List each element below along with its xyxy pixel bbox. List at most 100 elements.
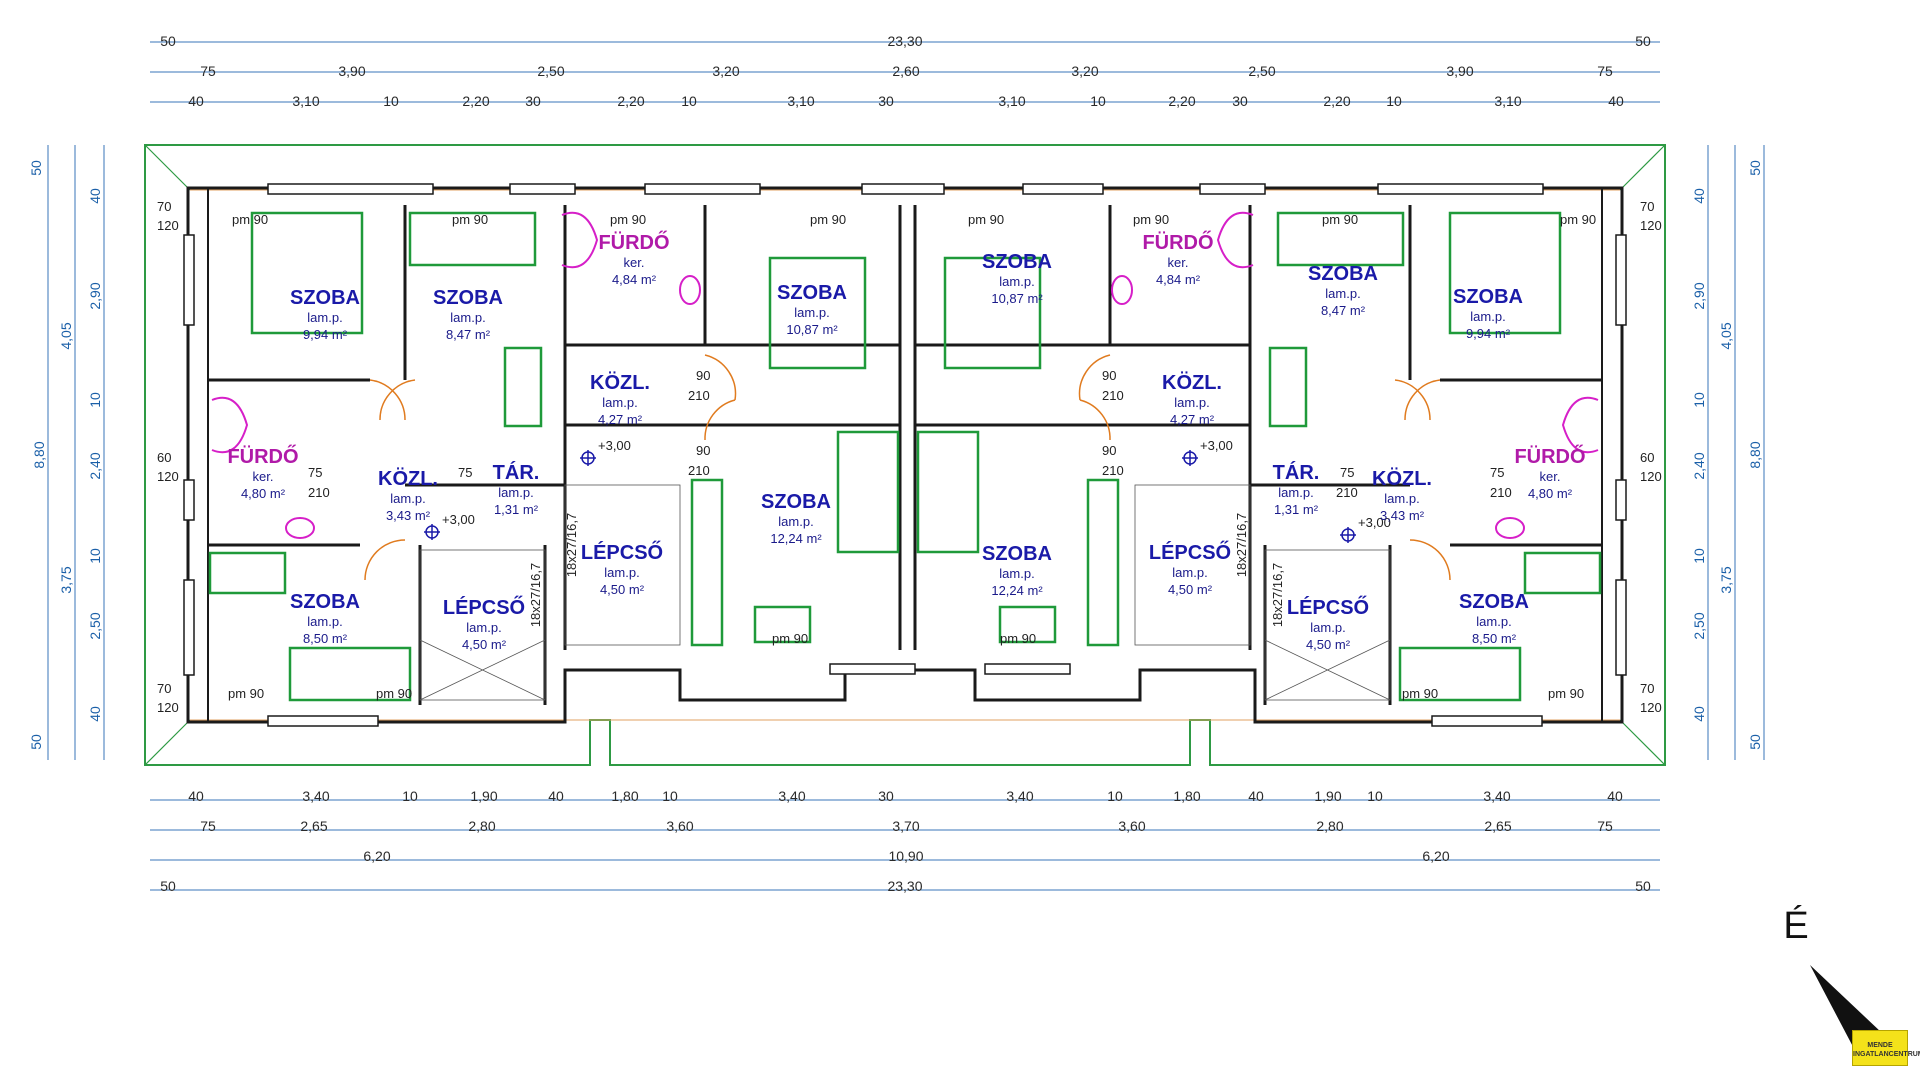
wall-labels: 120 70 120 60 120 70 120 70 120 60 120 7… bbox=[157, 199, 1662, 715]
svg-text:30: 30 bbox=[878, 93, 894, 109]
svg-text:4,84 m²: 4,84 m² bbox=[1156, 272, 1201, 287]
svg-text:10,87 m²: 10,87 m² bbox=[991, 291, 1043, 306]
svg-text:210: 210 bbox=[1336, 485, 1358, 500]
room-name: KÖZL. bbox=[378, 467, 438, 490]
dim-top-total: 23,30 bbox=[887, 33, 922, 49]
svg-text:6,20: 6,20 bbox=[363, 848, 390, 864]
svg-text:40: 40 bbox=[188, 788, 204, 804]
dim-left-inner: 50 40 2,90 10 2,40 10 2,50 40 50 bbox=[28, 160, 103, 750]
svg-text:50: 50 bbox=[28, 734, 44, 750]
svg-text:30: 30 bbox=[878, 788, 894, 804]
room-name: LÉPCSŐ bbox=[1287, 596, 1369, 619]
stairs-label-3: 18x27/16,7 bbox=[1234, 513, 1249, 577]
stairs bbox=[419, 484, 1391, 701]
svg-text:3,60: 3,60 bbox=[1118, 818, 1145, 834]
svg-text:120: 120 bbox=[157, 700, 179, 715]
svg-text:120: 120 bbox=[157, 218, 179, 233]
svg-text:40: 40 bbox=[1691, 188, 1707, 204]
dimensions-left bbox=[47, 145, 105, 760]
svg-text:pm 90: pm 90 bbox=[810, 212, 846, 227]
svg-text:3,40: 3,40 bbox=[778, 788, 805, 804]
svg-text:40: 40 bbox=[1608, 93, 1624, 109]
svg-text:75: 75 bbox=[200, 818, 216, 834]
svg-text:3,90: 3,90 bbox=[338, 63, 365, 79]
svg-text:3,70: 3,70 bbox=[892, 818, 919, 834]
svg-text:10: 10 bbox=[383, 93, 399, 109]
svg-text:6,20: 6,20 bbox=[1422, 848, 1449, 864]
svg-text:2,50: 2,50 bbox=[537, 63, 564, 79]
svg-text:lam.p.: lam.p. bbox=[602, 395, 637, 410]
svg-text:pm 90: pm 90 bbox=[1000, 631, 1036, 646]
agency-logo: MENDE INGATLANCENTRUM bbox=[1852, 1030, 1920, 1066]
svg-text:2,50: 2,50 bbox=[1691, 612, 1707, 639]
svg-text:pm 90: pm 90 bbox=[1402, 686, 1438, 701]
dim-bottom-row2: 75 2,65 2,80 3,60 3,70 3,60 2,80 2,65 75 bbox=[200, 818, 1613, 834]
svg-text:40: 40 bbox=[188, 93, 204, 109]
svg-text:2,60: 2,60 bbox=[892, 63, 919, 79]
svg-text:1,90: 1,90 bbox=[1314, 788, 1341, 804]
svg-text:75: 75 bbox=[200, 63, 216, 79]
svg-text:10,87 m²: 10,87 m² bbox=[786, 322, 838, 337]
svg-text:4,50 m²: 4,50 m² bbox=[1306, 637, 1351, 652]
svg-text:pm 90: pm 90 bbox=[1548, 686, 1584, 701]
dimensions-top bbox=[150, 41, 1660, 103]
svg-text:2,40: 2,40 bbox=[87, 452, 103, 479]
svg-text:120: 120 bbox=[157, 469, 179, 484]
dim-right-inner: 50 40 2,90 10 2,40 10 2,50 40 50 bbox=[1691, 160, 1763, 750]
svg-text:75: 75 bbox=[308, 465, 322, 480]
dim-bottom-total: 23,30 bbox=[887, 878, 922, 894]
svg-text:8,50 m²: 8,50 m² bbox=[1472, 631, 1517, 646]
svg-text:lam.p.: lam.p. bbox=[307, 310, 342, 325]
svg-text:30: 30 bbox=[1232, 93, 1248, 109]
svg-text:4,84 m²: 4,84 m² bbox=[612, 272, 657, 287]
svg-text:90: 90 bbox=[1102, 368, 1116, 383]
svg-text:50: 50 bbox=[1747, 160, 1763, 176]
svg-text:75: 75 bbox=[458, 465, 472, 480]
svg-text:3,10: 3,10 bbox=[787, 93, 814, 109]
stairs-label-1: 18x27/16,7 bbox=[564, 513, 579, 577]
svg-text:40: 40 bbox=[87, 188, 103, 204]
svg-text:lam.p.: lam.p. bbox=[307, 614, 342, 629]
svg-text:4,05: 4,05 bbox=[1718, 322, 1734, 349]
stairs-label-4: 18x27/16,7 bbox=[1270, 563, 1285, 627]
svg-text:120: 120 bbox=[1640, 700, 1662, 715]
room-name: SZOBA bbox=[1308, 263, 1378, 285]
svg-text:70: 70 bbox=[157, 199, 171, 214]
dim-top-edge-right: 50 bbox=[1635, 33, 1651, 49]
svg-text:2,80: 2,80 bbox=[1316, 818, 1343, 834]
svg-text:10: 10 bbox=[1386, 93, 1402, 109]
svg-text:2,65: 2,65 bbox=[300, 818, 327, 834]
svg-text:2,50: 2,50 bbox=[1248, 63, 1275, 79]
building-walls bbox=[186, 186, 1624, 724]
svg-text:75: 75 bbox=[1597, 63, 1613, 79]
svg-text:1,31 m²: 1,31 m² bbox=[494, 502, 539, 517]
room-name: FÜRDŐ bbox=[1142, 231, 1213, 254]
svg-text:120: 120 bbox=[1640, 218, 1662, 233]
svg-text:40: 40 bbox=[1607, 788, 1623, 804]
svg-text:1,31 m²: 1,31 m² bbox=[1274, 502, 1319, 517]
svg-text:75: 75 bbox=[1340, 465, 1354, 480]
dim-bottom-row3: 6,20 10,90 6,20 bbox=[363, 848, 1449, 864]
svg-text:10: 10 bbox=[662, 788, 678, 804]
svg-text:4,80 m²: 4,80 m² bbox=[1528, 486, 1573, 501]
level-label-2: +3,00 bbox=[1200, 438, 1233, 453]
svg-text:9,94 m²: 9,94 m² bbox=[1466, 326, 1511, 341]
svg-text:lam.p.: lam.p. bbox=[390, 491, 425, 506]
dim-bottom-edge-right: 50 bbox=[1635, 878, 1651, 894]
svg-text:pm 90: pm 90 bbox=[968, 212, 1004, 227]
room-name: KÖZL. bbox=[1372, 467, 1432, 490]
room-name: SZOBA bbox=[982, 251, 1052, 273]
bathroom-fixtures bbox=[211, 211, 1599, 539]
svg-text:3,20: 3,20 bbox=[1071, 63, 1098, 79]
svg-text:lam.p.: lam.p. bbox=[1174, 395, 1209, 410]
svg-text:3,43 m²: 3,43 m² bbox=[386, 508, 431, 523]
svg-text:lam.p.: lam.p. bbox=[1384, 491, 1419, 506]
svg-text:3,20: 3,20 bbox=[712, 63, 739, 79]
svg-text:lam.p.: lam.p. bbox=[794, 305, 829, 320]
room-name: SZOBA bbox=[290, 591, 360, 613]
svg-text:ker.: ker. bbox=[1540, 469, 1561, 484]
svg-text:90: 90 bbox=[1102, 443, 1116, 458]
svg-text:pm 90: pm 90 bbox=[452, 212, 488, 227]
svg-text:4,50 m²: 4,50 m² bbox=[1168, 582, 1213, 597]
svg-text:ker.: ker. bbox=[1168, 255, 1189, 270]
